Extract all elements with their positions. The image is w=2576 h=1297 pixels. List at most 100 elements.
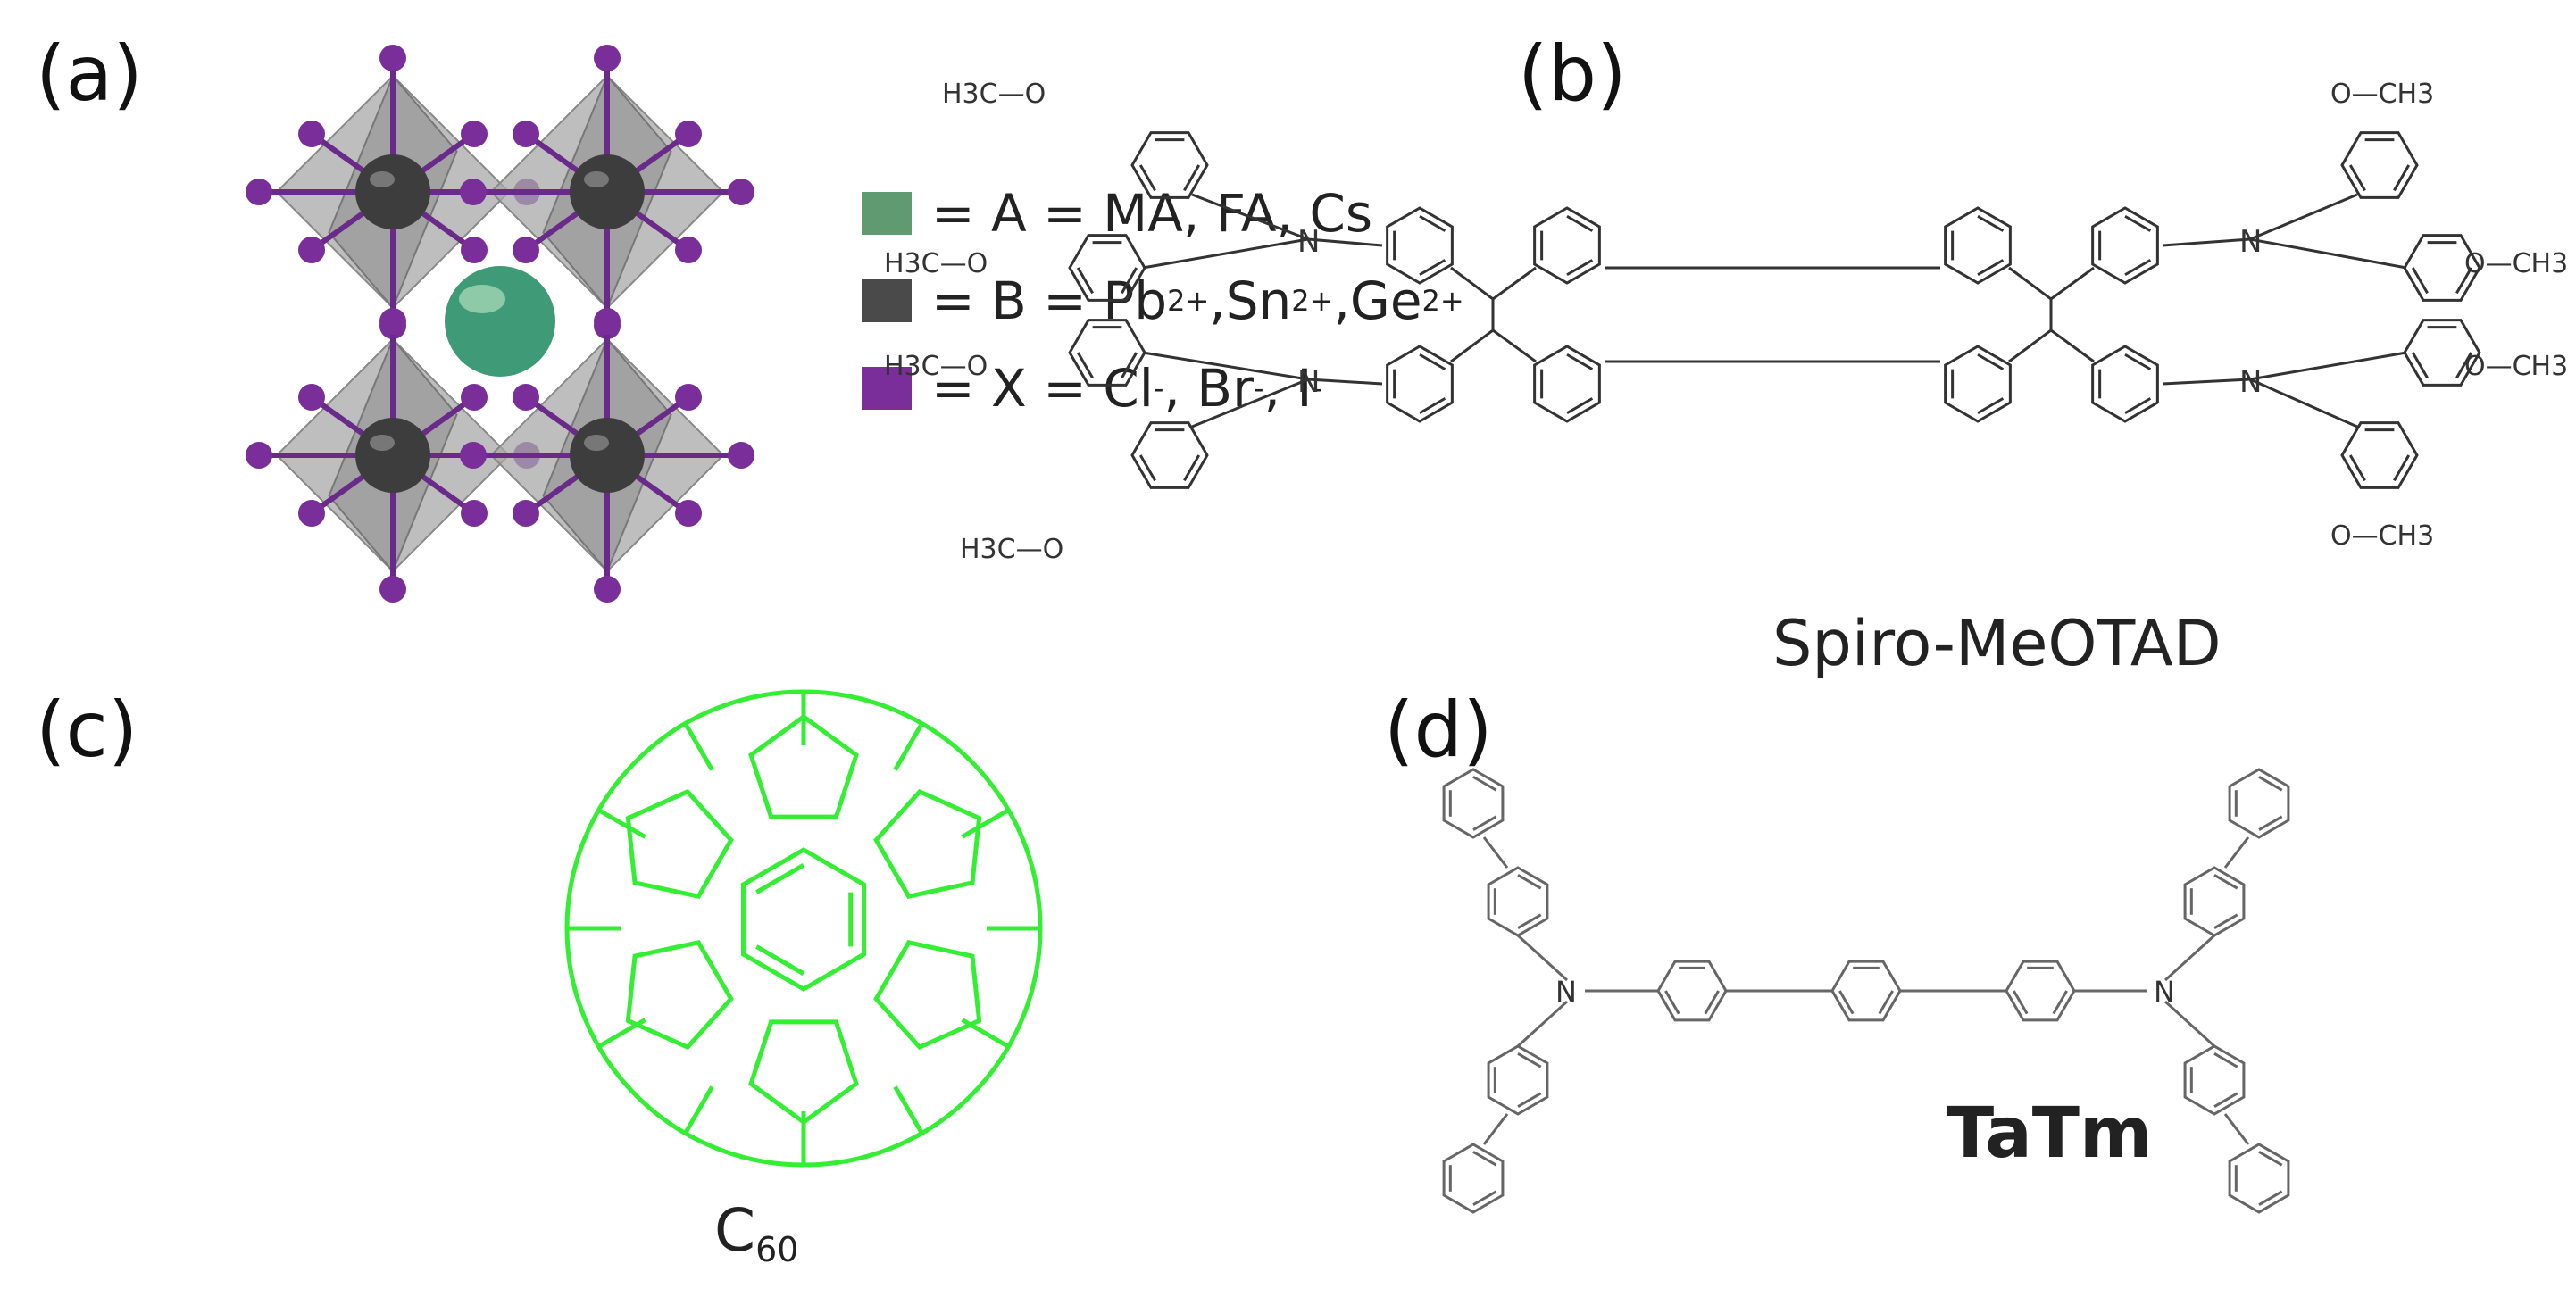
biphenyl-ring-double-bond (1472, 1151, 1497, 1167)
aryl-bond (1142, 237, 1309, 270)
c60-edge (961, 1018, 1010, 1049)
five-ring-bond (1450, 328, 1537, 363)
terphenyl-ring-double-bond (2013, 990, 2029, 1015)
a-atom-highlight (459, 285, 505, 313)
a-atom (445, 266, 555, 377)
aryl-bond (1191, 378, 1309, 428)
biphenyl-ring-double-bond (2213, 1052, 2238, 1068)
biphenyl-ring (2228, 1143, 2290, 1214)
phenyl-ring-double-bond (2411, 352, 2429, 379)
methoxy-label: O—CH3 (2464, 248, 2568, 279)
x-atom (461, 121, 488, 147)
fluorene-ring-double-bond (1566, 259, 1594, 277)
perovskite-structure (246, 45, 754, 603)
c60-edge (683, 1085, 714, 1135)
x-atom (728, 179, 754, 205)
fluorene-ring-double-bond (1419, 397, 1446, 415)
x-atom (298, 384, 325, 411)
biphenyl-ring-double-bond (1472, 1190, 1497, 1206)
n-bond (1307, 237, 1383, 247)
x-atom (460, 442, 487, 469)
terphenyl-ring-double-bond (1664, 990, 1680, 1015)
fluorene-ring-double-bond (2124, 259, 2152, 277)
methoxy-label: H3C—O (884, 351, 988, 382)
biphenyl-ring (1487, 1044, 1549, 1116)
biphenyl-ring (1442, 768, 1505, 839)
x-atom (246, 442, 272, 469)
c60-center-hexagon-double-bond (755, 944, 805, 977)
phenyl-ring-double-bond (1076, 267, 1094, 295)
panel-label-c: (c) (36, 686, 138, 775)
c60-pentagon (873, 788, 982, 899)
biphenyl-ring-double-bond (1517, 913, 1542, 929)
x-atom (246, 179, 272, 205)
biphenyl-ring-double-bond (2213, 1092, 2238, 1108)
phenyl-ring-double-bond (1183, 454, 1201, 482)
c60-caption: C60 (714, 1196, 798, 1267)
aryl-bond (1516, 934, 1569, 982)
terphenyl-ring (1656, 960, 1728, 1022)
biphenyl-ring-double-bond (2258, 1190, 2283, 1206)
five-ring-bond (1450, 266, 1537, 301)
b-atom (570, 418, 645, 493)
fluorene-ring-double-bond (1419, 353, 1446, 370)
biphenyl-ring-double-bond (2213, 874, 2238, 890)
fluorene-ring (2091, 206, 2159, 285)
fluorene-ring (1386, 345, 1454, 423)
biaryl-bond (2223, 836, 2250, 869)
fluorene-ring-double-bond (1977, 353, 2005, 370)
fluorene-ring (1944, 345, 2012, 423)
panel-label-a: (a) (36, 29, 143, 119)
x-atom (460, 179, 487, 205)
b-atom-highlight (584, 435, 609, 451)
fluorene-ring-double-bond (1566, 353, 1594, 370)
x-atom (379, 576, 406, 603)
b-atom (355, 154, 430, 229)
nitrogen-label: N (1297, 224, 1320, 260)
terphenyl-ring-double-bond (2052, 990, 2068, 1015)
c60-pentagon (625, 940, 734, 1051)
legend-swatch-x (862, 367, 912, 410)
fluorene-ring-double-bond (2124, 353, 2152, 370)
fluorene-ring (2091, 345, 2159, 423)
fluorene-ring (1386, 206, 1454, 285)
aryl-bond (1516, 1000, 1569, 1048)
legend-text: ,Sn (1209, 270, 1292, 331)
c60-edge (597, 1018, 646, 1049)
c60-structure (564, 689, 1043, 1168)
nitrogen-label: N (1297, 364, 1320, 400)
biaryl-bond (1482, 836, 1509, 869)
legend-swatch-a (862, 192, 912, 235)
x-atom (461, 384, 488, 411)
biphenyl-ring-double-bond (1517, 874, 1542, 890)
terphenyl-ring-double-bond (1704, 990, 1720, 1015)
fluorene-ring-double-bond (1419, 259, 1446, 277)
aryl-bond (2249, 237, 2407, 270)
phenyl-ring (2340, 131, 2419, 199)
phenyl-ring (2340, 421, 2419, 489)
fluorene-ring-double-bond (1566, 214, 1594, 232)
biphenyl-ring (1442, 1143, 1505, 1214)
biaryl-bond (2223, 1113, 2250, 1145)
biphenyl-ring-double-bond (2258, 776, 2283, 792)
c60-edge (893, 1085, 924, 1135)
c60-caption-sub: 60 (755, 1230, 799, 1269)
b-atom (570, 154, 645, 229)
x-atom (513, 237, 539, 263)
phenyl-ring (1130, 131, 1209, 199)
phenyl-ring-double-bond (2348, 164, 2366, 192)
methoxy-label: O—CH3 (2330, 520, 2434, 552)
aryl-bond (2249, 351, 2407, 381)
b-atom-highlight (370, 435, 395, 451)
legend-swatch-b (862, 279, 912, 322)
panel-label-b: (b) (1518, 29, 1627, 119)
fluorene-ring (1944, 206, 2012, 285)
b-atom (355, 418, 430, 493)
aryl-bond (2163, 1000, 2216, 1048)
nitrogen-label: N (1555, 975, 1577, 1009)
x-atom (379, 45, 406, 71)
aryl-bond (2249, 193, 2358, 241)
x-atom (513, 121, 539, 147)
